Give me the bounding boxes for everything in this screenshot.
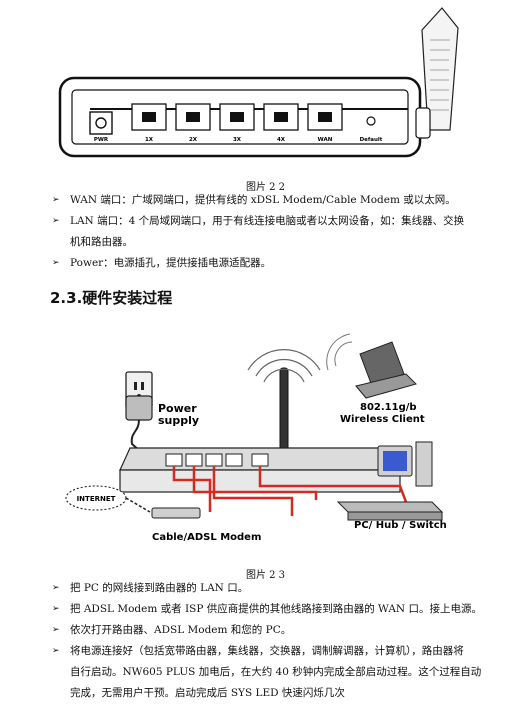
installation-diagram: Power supply bbox=[60, 320, 480, 550]
section-heading: 2.3.硬件安装过程 bbox=[50, 287, 172, 308]
bullet-marker: ➢ bbox=[52, 646, 60, 656]
power-supply-label-line1: Power bbox=[158, 402, 197, 415]
list-item: ➢Power：电源插孔，提供接插电源适配器。 bbox=[52, 253, 482, 274]
list-item: ➢WAN 端口：广域网端口，提供有线的 xDSL Modem/Cable Mod… bbox=[52, 190, 482, 211]
port-label-3x: 3X bbox=[233, 137, 242, 143]
modem-label: Cable/ADSL Modem bbox=[152, 532, 261, 543]
bullet-marker: ➢ bbox=[52, 625, 60, 635]
list-item: ➢LAN 端口：4 个局域网端口，用于有线连接电脑或者以太网设备，如：集线器、交… bbox=[52, 211, 482, 232]
port-label-wan: WAN bbox=[318, 137, 333, 143]
bullet-marker: ➢ bbox=[52, 583, 60, 593]
figure-caption-2-2: 图片 2 2 bbox=[245, 182, 286, 193]
power-supply-label-line2: supply bbox=[158, 414, 199, 427]
list-item-continuation: 完成，无需用户干预。启动完成后 SYS LED 快速闪烁几次 bbox=[70, 687, 345, 699]
list-item-continuation: 机和路由器。 bbox=[70, 236, 133, 248]
list-item: ➢把 PC 的网线接到路由器的 LAN 口。 bbox=[52, 578, 482, 599]
list-item: ➢将电源连接好（包括宽带路由器，集线器，交换器，调制解调器，计算机），路由器将 bbox=[52, 641, 482, 662]
list-item-continuation: 自行启动。NW605 PLUS 加电后，在大约 40 秒钟内完成全部启动过程。这… bbox=[70, 666, 482, 678]
port-label-default: Default bbox=[360, 137, 383, 143]
list-item: ➢把 ADSL Modem 或者 ISP 供应商提供的其他线路接到路由器的 WA… bbox=[52, 599, 482, 620]
bullet-marker: ➢ bbox=[52, 258, 60, 268]
list-item: ➢依次打开路由器、ADSL Modem 和您的 PC。 bbox=[52, 620, 482, 641]
router-back-panel-drawing: PWR 1X 2X 3X 4X WAN Default bbox=[58, 7, 459, 158]
port-label-2x: 2X bbox=[189, 137, 198, 143]
figure-caption-2-3: 图片 2 3 bbox=[245, 570, 286, 581]
port-label-pwr: PWR bbox=[94, 137, 109, 143]
router-back-panel-figure: PWR 1X 2X 3X 4X WAN Default bbox=[50, 0, 480, 168]
installation-drawing: Power supply bbox=[65, 333, 447, 543]
installation-steps-list: ➢把 PC 的网线接到路由器的 LAN 口。 ➢把 ADSL Modem 或者 … bbox=[52, 578, 482, 704]
bullet-marker: ➢ bbox=[52, 195, 60, 205]
switch-label: PC/ Hub / Switch bbox=[354, 520, 447, 531]
section-number: 2.3. bbox=[50, 289, 83, 307]
wireless-client-label-line1: 802.11g/b bbox=[360, 402, 417, 413]
section-title: 硬件安装过程 bbox=[82, 289, 173, 307]
port-label-4x: 4X bbox=[277, 137, 286, 143]
internet-cloud-label: INTERNET bbox=[77, 495, 116, 503]
bullet-marker: ➢ bbox=[52, 604, 60, 614]
bullet-marker: ➢ bbox=[52, 216, 60, 226]
port-label-1x: 1X bbox=[145, 137, 154, 143]
port-description-list: ➢WAN 端口：广域网端口，提供有线的 xDSL Modem/Cable Mod… bbox=[52, 190, 482, 274]
wireless-client-label-line2: Wireless Client bbox=[340, 414, 425, 425]
